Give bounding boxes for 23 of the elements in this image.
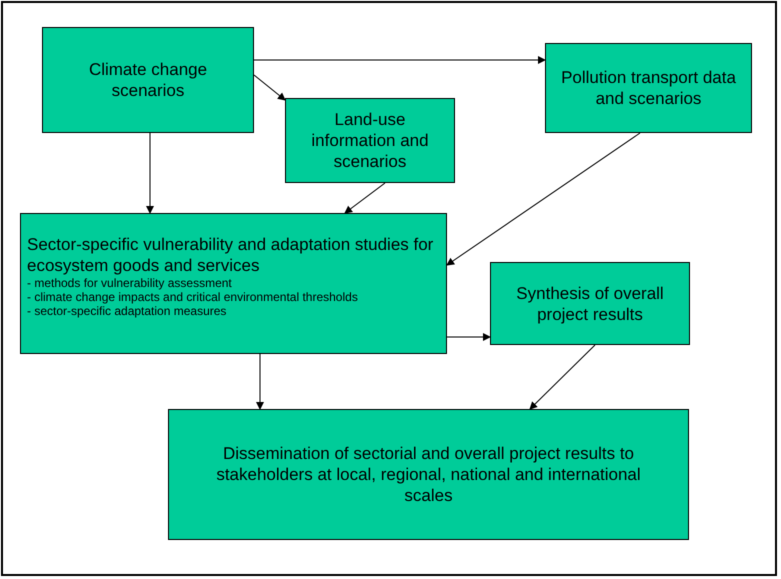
arrow xyxy=(529,344,596,410)
box-text: Climate change scenarios xyxy=(88,59,208,101)
process-box xyxy=(490,262,690,345)
box-text: Synthesis of overall project results xyxy=(515,282,665,324)
process-box xyxy=(20,213,447,354)
box-text: Pollution transport data and scenarios xyxy=(560,67,737,109)
box-text: Land-use information and scenarios xyxy=(310,109,430,172)
arrow xyxy=(146,132,154,214)
arrow xyxy=(344,182,386,214)
bullet-text: - climate change impacts and critical environmental thresholds xyxy=(27,290,358,304)
arrow xyxy=(254,74,286,101)
box-text: Sector-specific vulnerability and adaptation studies for ecosystem goods and services xyxy=(27,234,434,276)
arrow xyxy=(446,333,491,341)
box-text: Dissemination of sectorial and overall project results to stakeholders at local, regional, national and international scales xyxy=(215,443,642,506)
process-box xyxy=(168,409,689,540)
process-box xyxy=(42,27,254,133)
process-box xyxy=(285,98,455,183)
arrow xyxy=(446,132,640,266)
bullet-text: - sector-specific adaptation measures xyxy=(27,304,226,318)
arrow xyxy=(256,354,264,410)
process-box xyxy=(545,43,752,133)
bullet-text: - methods for vulnerability assessment xyxy=(27,276,232,290)
arrow xyxy=(254,56,546,64)
